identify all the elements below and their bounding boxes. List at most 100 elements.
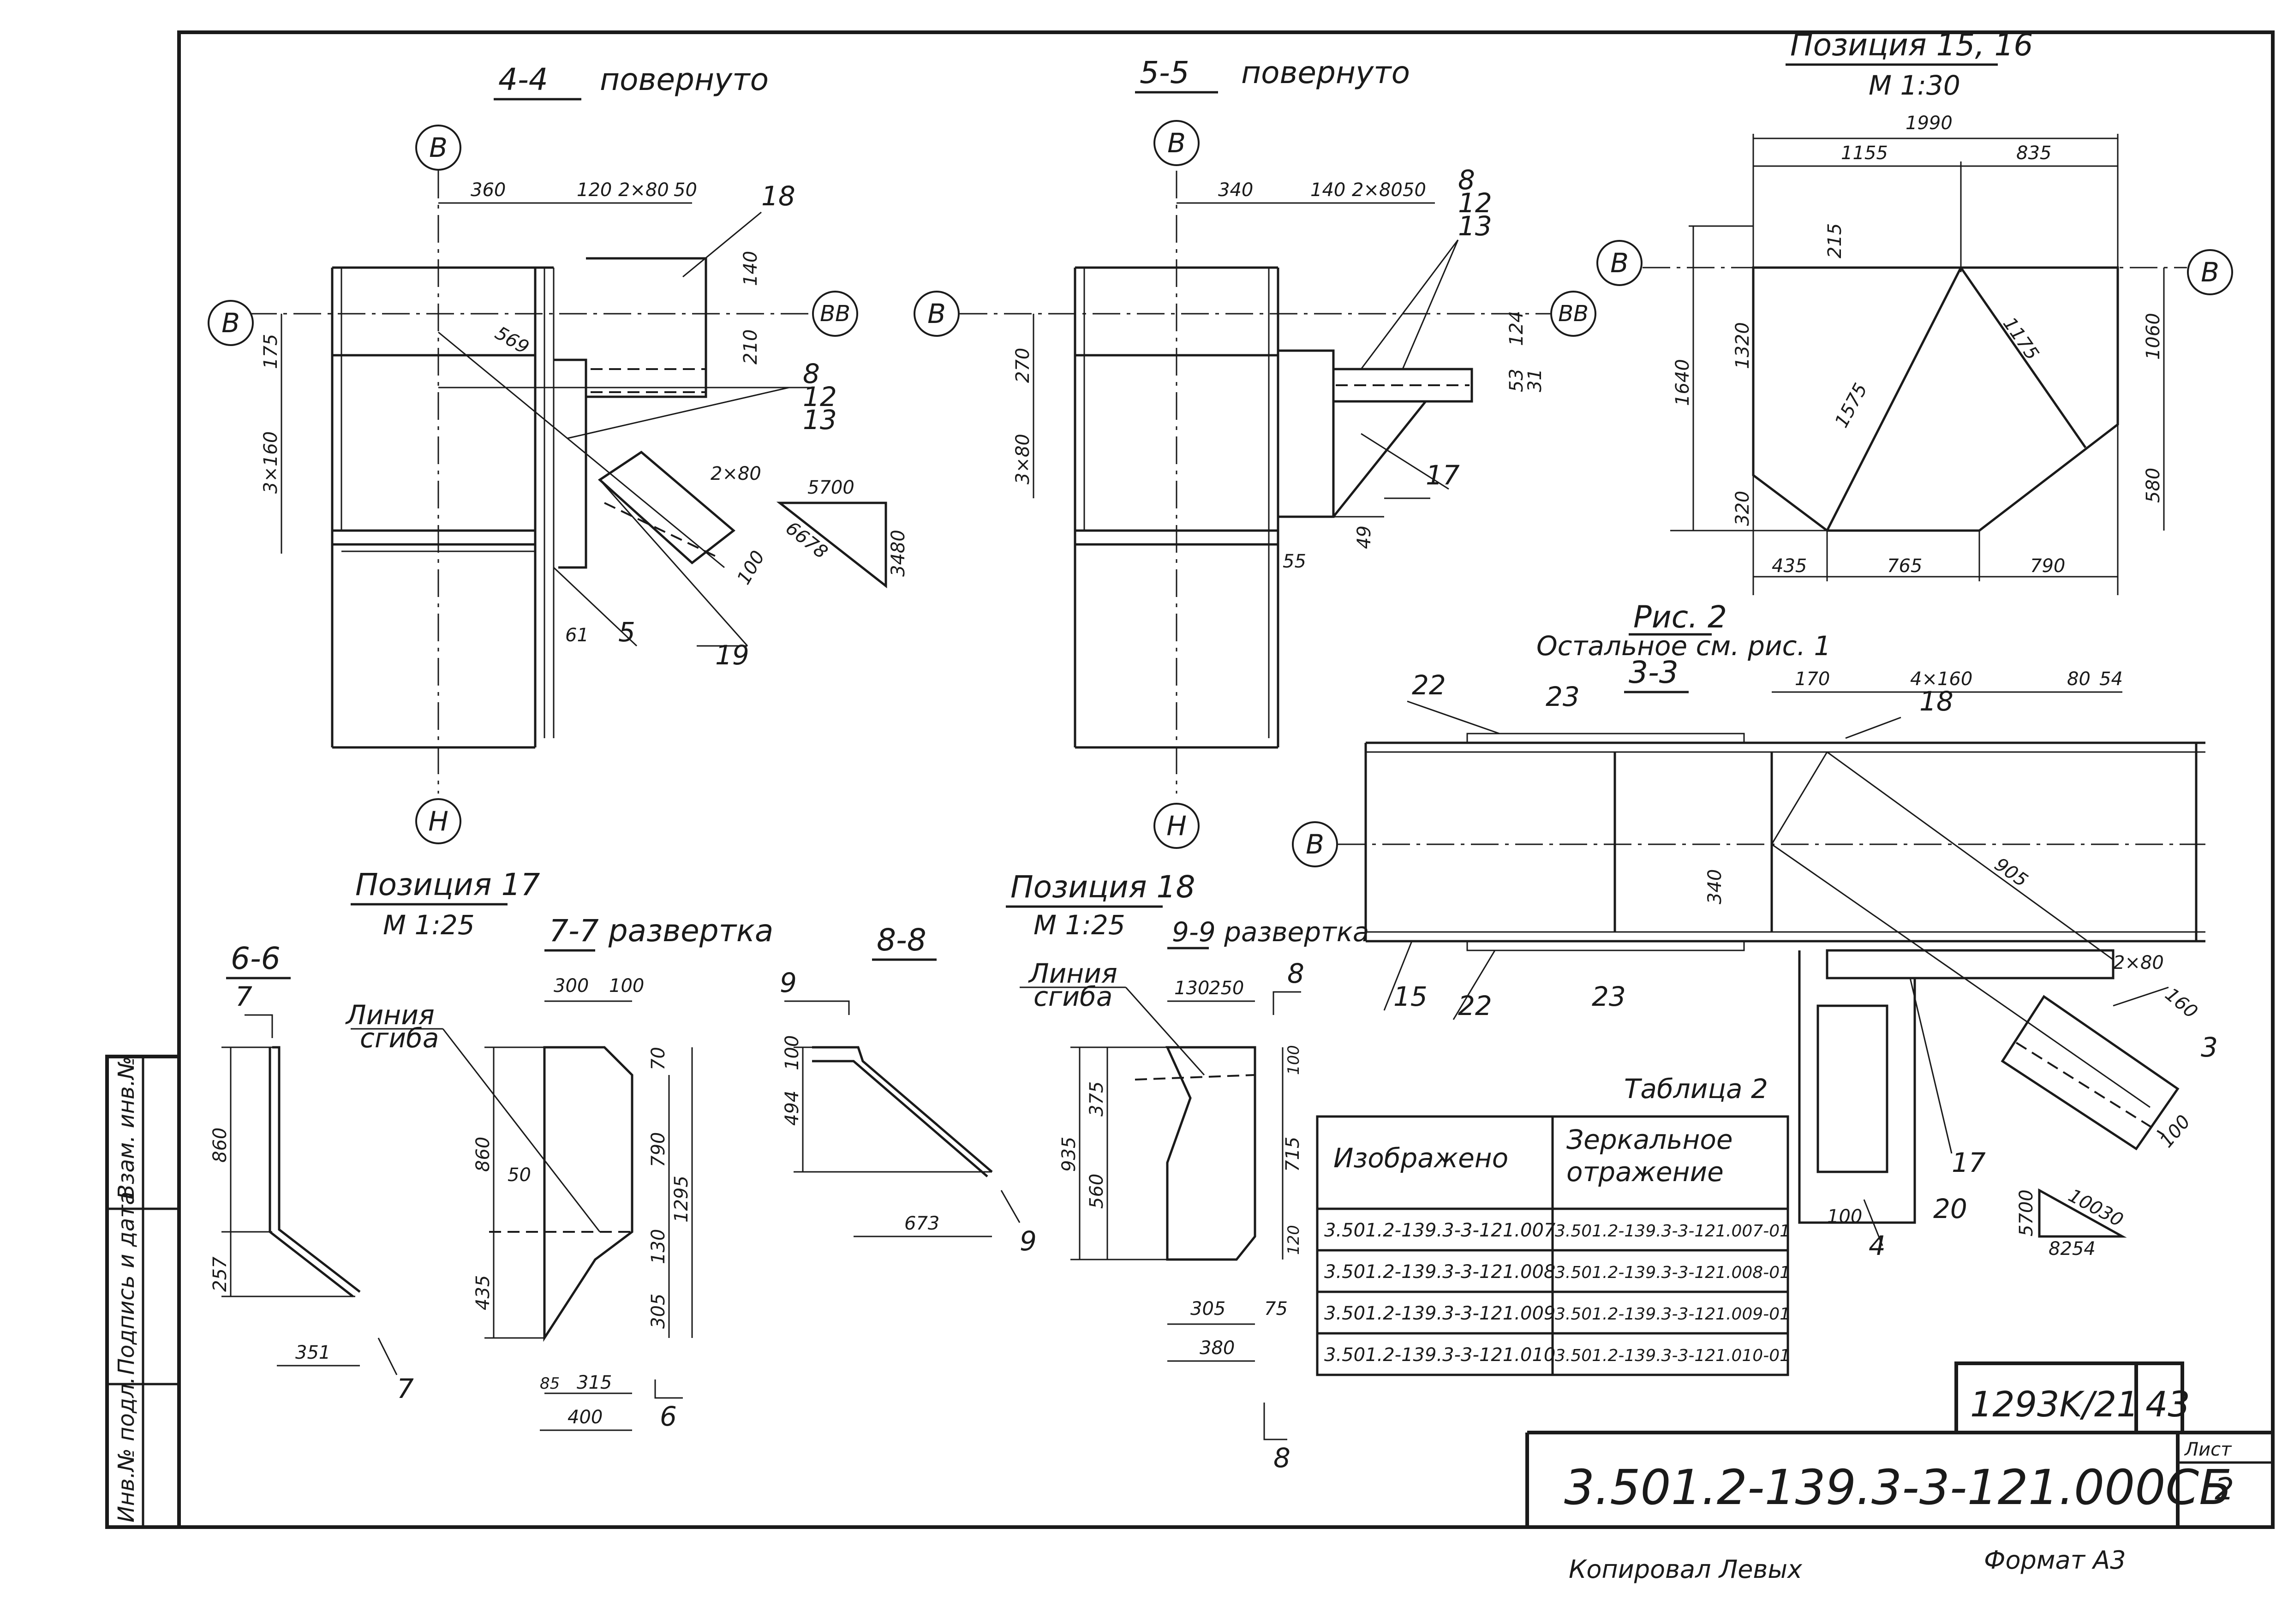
mark-8-top: 8 [1287,958,1304,989]
pos18-title: Позиция 18 [1010,869,1195,905]
tri-fig2-5700: 5700 [2016,1189,2037,1236]
label-55-55: 55 [1283,551,1306,572]
table2-r3c1: 3.501.2-139.3-3-121.009 [1324,1303,1555,1324]
dim-77-130: 130 [648,1229,669,1264]
dim-66-860: 860 [209,1128,231,1163]
tri-44-3480: 3480 [888,530,909,577]
table2-r4c1: 3.501.2-139.3-3-121.010 [1324,1344,1555,1366]
position-15-16: Позиция 15, 16 М 1:30 1990 1155 835 215 … [1596,27,2233,595]
dim-44-100: 100 [733,547,769,588]
dim-fig2-170: 170 [1795,669,1830,690]
dim-55-2x80: 2×80 [1352,179,1403,201]
dim-77-400: 400 [568,1407,603,1428]
mark-6-bottom: 6 [660,1401,677,1432]
dim-55-3x80: 3×80 [1012,434,1033,484]
table2-r1c1: 3.501.2-139.3-3-121.007 [1324,1220,1556,1241]
dim-1516-1175: 1175 [1999,313,2043,364]
dim-18-250: 250 [1209,978,1244,999]
dim-77-85: 85 [540,1374,560,1393]
dim-77-50: 50 [508,1164,531,1186]
dim-fig2-2x80: 2×80 [2113,952,2164,973]
axis-bubble-1516-left [1596,240,1643,286]
table2-title: Таблица 2 [1624,1073,1768,1105]
label-44-13: 13 [803,404,837,436]
stamp-sign-label: Подпись и дата [114,1191,139,1375]
dim-18-305: 305 [1190,1298,1225,1320]
list-label: Лист [2184,1439,2232,1460]
bend-line-label-18-2: сгиба [1033,981,1112,1012]
dim-18-380: 380 [1200,1337,1235,1359]
pos-1516-title: Позиция 15, 16 [1790,27,2033,63]
fig2-section: 3-3 [1629,655,1679,690]
label-44-19: 19 [715,639,749,671]
axis-bubble-44-top [415,125,461,171]
dim-44-175: 175 [260,334,281,369]
section-4-4: 4-4 повернуто 360 120 2×80 50 [208,62,909,844]
copied-by: Копировал Левых [1569,1555,1803,1584]
dim-88-100: 100 [782,1035,803,1070]
axis-44-bottom-label: Н [428,806,448,837]
dim-1516-835: 835 [2016,143,2051,164]
table-2: Таблица 2 Изображено Зеркальное отражени… [1316,1073,1790,1376]
dim-1516-790: 790 [2030,555,2065,577]
dim-77-1295: 1295 [671,1176,692,1223]
dim-fig2-340: 340 [1704,869,1726,904]
side-stamp: Инв.№ подл. Подпись и дата Взам. инв.№ [114,1056,139,1522]
dim-55-50: 50 [1403,179,1426,201]
label-55-17: 17 [1426,460,1460,491]
dim-1516-1320: 1320 [1732,322,1753,369]
stamp-inv-label: Инв.№ подл. [114,1377,139,1522]
label-fig2-23-bottom: 23 [1592,981,1626,1012]
dim-1516-320: 320 [1732,491,1753,526]
dim-18-75: 75 [1264,1298,1288,1320]
dim-18-935: 935 [1058,1137,1080,1172]
bend-line-label-17-1: Линия [345,999,435,1031]
dim-1516-1990: 1990 [1906,113,1953,134]
dim-44-2x80: 2×80 [618,179,669,201]
dim-1516-580: 580 [2143,468,2164,503]
dim-1516-1060: 1060 [2143,313,2164,360]
dim-18-375: 375 [1086,1081,1107,1116]
label-fig2-17: 17 [1952,1147,1986,1178]
mark-7-bottom: 7 [397,1373,414,1404]
tri-44-5700: 5700 [807,477,854,498]
sec-77-title: 7-7 развертка [549,913,773,949]
dim-55-140: 140 [1310,179,1345,201]
dim-fig2-54: 54 [2099,669,2123,690]
dim-1516-1155: 1155 [1841,143,1888,164]
dim-44-140: 140 [740,251,761,286]
dim-77-315: 315 [577,1372,612,1393]
sec-99-title: 9-9 развертка [1172,916,1369,948]
dim-55-270: 270 [1012,348,1033,383]
label-55-49: 49 [1354,525,1375,549]
axis-bubble-fig2 [1292,821,1338,867]
bend-line-label-17-2: сгиба [360,1022,439,1054]
label-fig2-4: 4 [1869,1230,1886,1261]
axis-55-right-label: ВВ [1558,301,1589,327]
inv-sheet-no: 43 [2145,1384,2190,1425]
dim-77-100: 100 [609,975,644,997]
pos-1516-scale: М 1:30 [1869,70,1960,101]
section-4-4-subtitle: повернуто [600,62,769,97]
title-block: 1293K/21 43 Лист 2 3.501.2-139.3-3-121.0… [1525,1361,2273,1584]
mark-8-bottom: 8 [1273,1442,1290,1474]
tri-fig2-10030: 10030 [2065,1185,2127,1231]
dim-55-340: 340 [1218,179,1253,201]
dim-44-3x160: 3×160 [260,431,281,494]
axis-1516-right-label: В [2201,257,2219,288]
document-code: 3.501.2-139.3-3-121.000СБ [1564,1459,2232,1516]
dim-55-53: 53 [1506,369,1527,392]
position-17: Позиция 17 М 1:25 6-6 7 860 257 351 7 7-… [209,867,773,1432]
label-44-61: 61 [565,625,589,646]
dim-44-120: 120 [577,179,612,201]
dim-fig2-160: 160 [2161,984,2202,1022]
label-44-12: 12 [803,381,837,412]
mark-9-left: 9 [780,967,797,998]
pos17-title: Позиция 17 [355,867,540,902]
list-number: 2 [2215,1471,2234,1507]
sec-66-title: 6-6 [231,941,281,976]
axis-bubble-1516-right [2187,249,2233,295]
table2-r4c2: 3.501.2-139.3-3-121.010-01 [1555,1346,1790,1365]
mark-7-top: 7 [235,981,252,1012]
dim-77-790: 790 [648,1132,669,1167]
